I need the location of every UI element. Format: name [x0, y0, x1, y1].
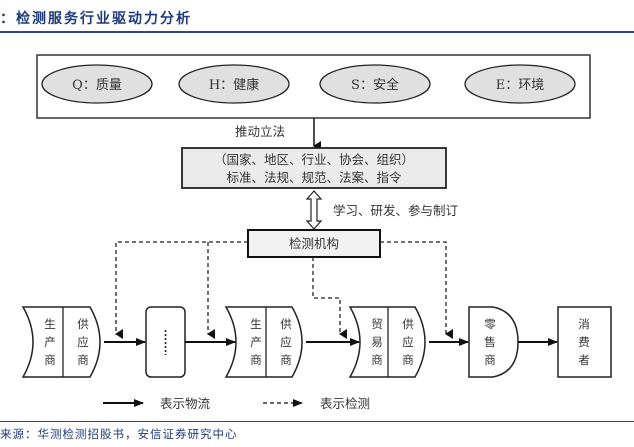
testing-lines — [115, 241, 453, 339]
driver-quality: Q：质量 — [41, 64, 153, 104]
producer2-r1: 应 — [280, 335, 292, 349]
standards-line2: 标准、法规、规范、法案、指令 — [226, 170, 402, 185]
driver-safety-label: S：安全 — [351, 77, 399, 93]
driver-health: H：健康 — [178, 64, 290, 104]
trader-r1: 应 — [402, 335, 414, 349]
trader-r0: 供 — [402, 317, 414, 331]
legend: 表示物流 表示检测 — [103, 396, 370, 411]
testing-line-1 — [115, 241, 248, 339]
standards-line1: （国家、地区、行业、协会、组织） — [214, 152, 414, 167]
trader-l0: 贸 — [371, 317, 383, 331]
driver-environment-label: E：环境 — [496, 78, 545, 93]
driver-safety: S：安全 — [319, 64, 431, 104]
retailer: 零 售 商 — [468, 306, 519, 378]
source-note: 来源：华测检测招股书，安信证券研究中心 — [0, 427, 238, 441]
retailer-0: 零 — [484, 317, 496, 331]
producer1-l1: 产 — [44, 335, 56, 349]
consumer: 消 费 者 — [557, 306, 612, 378]
figure-title: ：检测服务行业驱动力分析 — [0, 11, 192, 27]
retailer-2: 商 — [484, 353, 496, 367]
producer-supplier-2: 生 产 商 供 应 商 — [224, 306, 303, 378]
standards-box — [181, 147, 447, 189]
consumer-2: 者 — [578, 353, 590, 367]
producer1-r0: 供 — [77, 317, 89, 331]
producer1-r1: 应 — [77, 335, 89, 349]
trader-supplier: 贸 易 商 供 应 商 — [348, 306, 426, 378]
trader-r2: 商 — [402, 353, 414, 367]
learn-label: 学习、研发、参与制订 — [333, 203, 458, 218]
consumer-1: 费 — [578, 335, 590, 349]
producer2-r0: 供 — [280, 317, 292, 331]
trader-l2: 商 — [371, 353, 383, 367]
testing-line-4 — [380, 241, 453, 339]
producer2-l0: 生 — [250, 317, 262, 331]
producer1-l0: 生 — [44, 317, 56, 331]
retailer-1: 售 — [484, 335, 496, 349]
driver-health-label: H：健康 — [209, 77, 259, 93]
legend-testing-label: 表示检测 — [320, 396, 370, 411]
legend-logistics-label: 表示物流 — [160, 396, 211, 411]
trader-l1: 易 — [371, 335, 383, 349]
producer2-r2: 商 — [280, 353, 292, 367]
producer2-l1: 产 — [250, 335, 262, 349]
title-divider — [0, 31, 634, 33]
consumer-0: 消 — [578, 317, 590, 331]
source-divider — [0, 421, 634, 422]
driver-environment: E：环境 — [464, 64, 576, 104]
testing-agency-label: 检测机构 — [289, 236, 339, 251]
ellipsis-box — [145, 306, 186, 378]
producer1-r2: 商 — [77, 353, 89, 367]
double-arrow-icon — [305, 190, 323, 230]
driver-quality-label: Q：质量 — [72, 78, 122, 93]
producer-supplier-1: 生 产 商 供 应 商 — [21, 306, 101, 378]
testing-line-3 — [312, 257, 347, 339]
producer2-l2: 商 — [250, 353, 262, 367]
testing-agency-box — [247, 229, 381, 258]
producer1-l2: 商 — [44, 353, 56, 367]
push-label: 推动立法 — [235, 124, 285, 139]
